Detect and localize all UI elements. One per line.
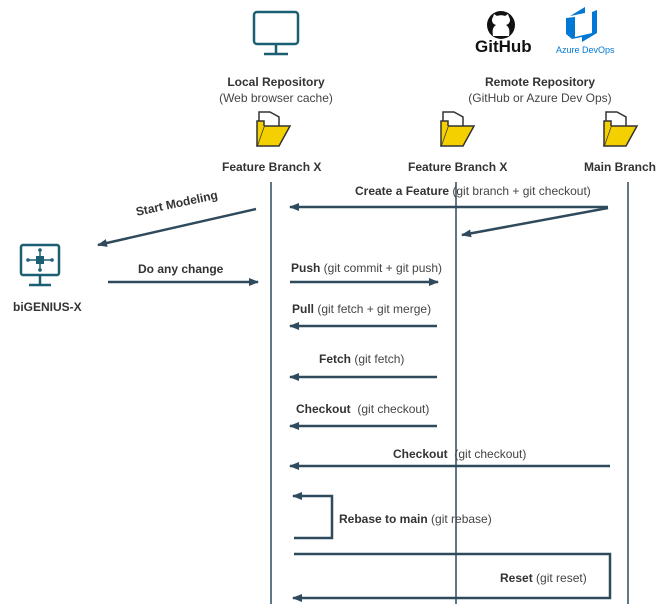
lane-label-local-feature: Feature Branch X — [222, 160, 322, 174]
lane-label-main: Main Branch — [584, 160, 657, 174]
fetch-detail: (git fetch) — [351, 352, 405, 366]
reset-bold: Reset — [500, 571, 533, 585]
reset-label: Reset (git reset) — [500, 571, 587, 585]
fetch-bold: Fetch — [319, 352, 352, 366]
github-logo — [487, 11, 515, 39]
arrow-rebase — [292, 492, 334, 540]
github-logo-text: GitHub — [475, 37, 532, 56]
checkout-local-detail: (git checkout) — [350, 402, 430, 416]
azure-devops-logo — [566, 7, 597, 42]
arrow-reset — [292, 552, 612, 602]
push-label: Push (git commit + git push) — [291, 261, 442, 275]
arrow-start-modeling — [97, 207, 257, 247]
create-feature-detail: (git branch + git checkout) — [452, 184, 591, 198]
local-repository-title: Local Repository — [227, 75, 325, 89]
push-detail: (git commit + git push) — [320, 261, 443, 275]
rebase-detail: (git rebase) — [427, 512, 492, 526]
azure-devops-logo-text: Azure DevOps — [556, 45, 615, 55]
do-any-change-label: Do any change — [138, 262, 224, 276]
push-bold: Push — [291, 261, 321, 275]
checkout-local-bold: Checkout — [296, 402, 351, 416]
checkout-main-bold: Checkout — [393, 447, 448, 461]
arrow-create-feature-remote — [461, 206, 609, 238]
bigenius-monitor-icon — [19, 243, 61, 287]
pull-detail: (git fetch + git merge) — [314, 302, 432, 316]
bigenius-x-label: biGENIUS-X — [13, 300, 82, 314]
checkout-local-label: Checkout (git checkout) — [296, 402, 429, 416]
create-feature-label: Create a Feature (git branch + git check… — [355, 184, 591, 198]
monitor-icon — [252, 10, 300, 56]
checkout-main-detail: (git checkout) — [447, 447, 527, 461]
pull-bold: Pull — [292, 302, 315, 316]
folder-icon-local — [255, 111, 292, 147]
local-repository-subtitle: (Web browser cache) — [219, 91, 333, 105]
remote-repository-subtitle: (GitHub or Azure Dev Ops) — [468, 91, 612, 105]
rebase-label: Rebase to main (git rebase) — [339, 512, 492, 526]
lane-label-remote-feature: Feature Branch X — [408, 160, 508, 174]
remote-repository-title: Remote Repository — [484, 75, 596, 89]
checkout-main-label: Checkout (git checkout) — [393, 447, 526, 461]
fetch-label: Fetch (git fetch) — [319, 352, 404, 366]
reset-detail: (git reset) — [532, 571, 587, 585]
rebase-bold: Rebase to main — [339, 512, 428, 526]
pull-label: Pull (git fetch + git merge) — [292, 302, 431, 316]
folder-icon-remote-feature — [439, 111, 476, 147]
folder-icon-main — [602, 111, 639, 147]
create-feature-bold: Create a Feature — [355, 184, 450, 198]
